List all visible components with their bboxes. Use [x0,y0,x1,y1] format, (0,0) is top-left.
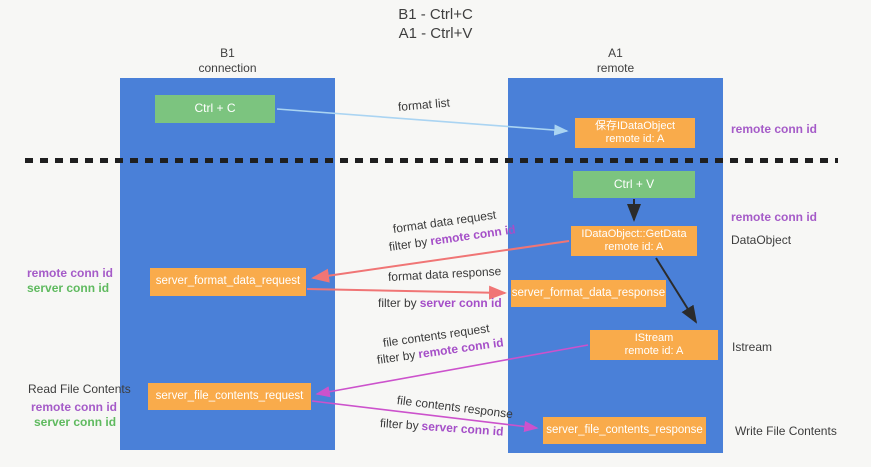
node-istream: IStream remote id: A [590,330,718,360]
annotation-remote-conn-id-left-2: remote conn id [31,400,118,414]
annotation-write-file-contents: Write File Contents [735,424,837,438]
flow-label-file-contents-response: file contents response [396,393,514,422]
server-conn-id-highlight: server conn id [421,418,504,439]
boundary-dashed-line [25,158,838,163]
node-server-file-contents-request: server_file_contents_request [148,383,311,410]
node-getdata-line1: IDataObject::GetData [581,227,687,240]
node-server-format-data-response: server_format_data_response [511,280,666,307]
annotation-server-conn-id-left-2: server conn id [34,415,117,429]
node-istream-line1: IStream [634,331,674,344]
node-save-idataobject-line2: remote id: A [605,133,665,145]
node-istream-line2: remote id: A [624,345,684,357]
node-ctrl-v-label: Ctrl + V [613,176,655,191]
filter-by-text: filter by [378,296,417,310]
server-conn-id-highlight: server conn id [419,296,502,310]
filter-by-text: filter by [379,416,420,433]
node-getdata: IDataObject::GetData remote id: A [571,226,697,256]
annotation-remote-conn-id-top: remote conn id [731,122,818,136]
filter-by-text: filter by [388,234,429,254]
lifeline-left-role: connection [198,61,257,75]
annotation-remote-conn-id-mid: remote conn id [731,210,818,224]
filter-by-text: filter by [376,347,417,367]
lifeline-left-name: B1 [220,46,235,60]
node-ctrl-c: Ctrl + C [155,95,275,123]
node-save-idataobject-line1: 保存IDataObject [594,119,676,132]
lifeline-right-header: A1 remote [508,46,723,76]
flow-label-format-list: format list [397,95,451,114]
node-ctrl-c-label: Ctrl + C [194,101,236,116]
title-line-1: B1 - Ctrl+C [398,6,473,23]
node-server-file-contents-request-label: server_file_contents_request [155,389,304,402]
node-server-format-data-request: server_format_data_request [150,268,306,296]
diagram-title: B1 - Ctrl+C A1 - Ctrl+V [0,5,871,43]
annotation-istream: Istream [732,340,773,354]
arrow-format-data-response [306,285,507,300]
annotation-dataobject: DataObject [731,233,792,247]
annotation-read-file-contents: Read File Contents [28,382,131,396]
lifeline-right-role: remote [596,61,635,75]
node-ctrl-v: Ctrl + V [573,171,695,198]
lifeline-right-name: A1 [608,46,623,60]
title-line-2: A1 - Ctrl+V [398,25,473,42]
node-server-format-data-request-label: server_format_data_request [155,275,301,288]
node-save-idataobject: 保存IDataObject remote id: A [575,118,695,148]
flow-label-format-data-response: format data response [387,264,502,284]
node-getdata-line2: remote id: A [604,241,664,253]
annotation-remote-conn-id-left-1: remote conn id [27,266,114,280]
annotation-server-conn-id-left-1: server conn id [27,281,110,295]
node-server-format-data-response-label: server_format_data_response [511,286,666,299]
node-server-file-contents-response: server_file_contents_response [543,417,706,444]
node-server-file-contents-response-label: server_file_contents_response [546,423,703,436]
lifeline-left-header: B1 connection [120,46,335,76]
